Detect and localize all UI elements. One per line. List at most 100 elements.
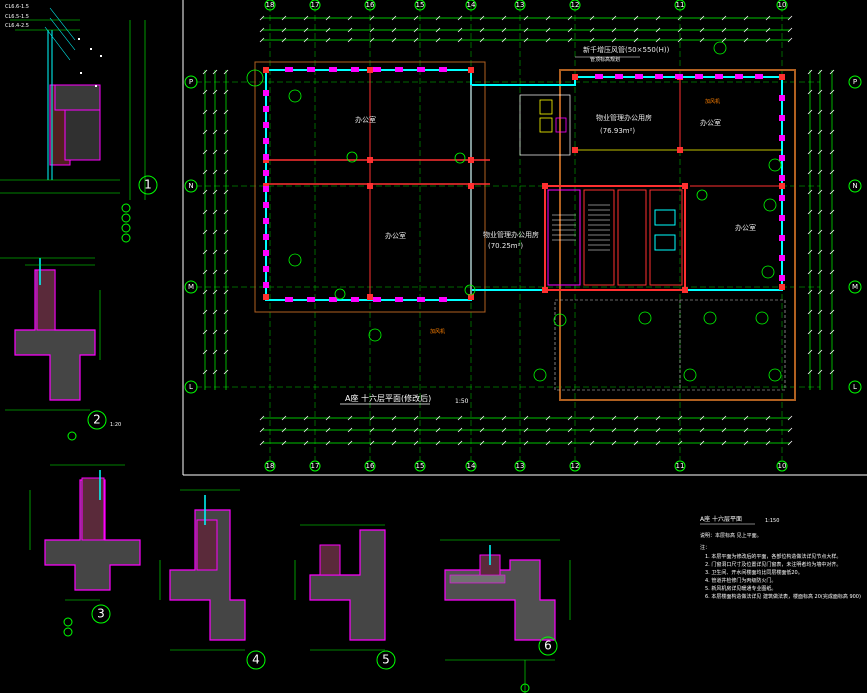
walls [265, 69, 786, 391]
svg-text:CL6.4-2.5: CL6.4-2.5 [5, 23, 29, 29]
axis-label: N [188, 182, 193, 190]
column [468, 183, 474, 189]
column [677, 147, 683, 153]
detail-1-note: CL6.6-1.5 [5, 4, 29, 10]
room-property-1-area: (76.93m²) [600, 127, 635, 135]
axis-bubble [514, 0, 526, 11]
detail-5: 5 [294, 524, 396, 670]
window [329, 297, 337, 302]
detail-2: 2 1:20 [0, 257, 121, 441]
column [682, 183, 688, 189]
window [263, 186, 269, 192]
axis-bubble [309, 0, 321, 11]
window [779, 175, 785, 181]
column [542, 183, 548, 189]
notes-line: 4. 管道井检修门为丙级防火门。 [705, 577, 776, 584]
axis-label: M [188, 283, 194, 291]
plan-title-block: A座 十六层平面(修改后) 1:50 [340, 393, 469, 405]
plan-scale: 1:50 [455, 398, 469, 405]
room-office-nw: 办公室 [355, 115, 376, 124]
axis-bubble [264, 0, 276, 11]
window [307, 67, 315, 72]
axis-bubble [569, 460, 581, 472]
column [468, 294, 474, 300]
axis-label: 16 [366, 462, 375, 470]
column [367, 183, 373, 189]
axis-label: 10 [778, 1, 787, 9]
axis-bubble [674, 460, 686, 472]
detail-2-number: 2 [93, 413, 101, 427]
column [542, 287, 548, 293]
duct-note: 新千增压风管(50×550(H)) [583, 45, 670, 54]
detail-6-number: 6 [544, 639, 552, 653]
window [307, 297, 315, 302]
left-dimension-lines [204, 70, 227, 390]
window [263, 234, 269, 240]
window [329, 67, 337, 72]
axis-bubble [569, 0, 581, 11]
axis-label: N [852, 182, 857, 190]
column [779, 183, 785, 189]
window [263, 202, 269, 208]
column [682, 287, 688, 293]
window [695, 74, 703, 79]
detail-1-number: 1 [144, 178, 152, 192]
column [779, 284, 785, 290]
window [439, 67, 447, 72]
window [263, 282, 269, 288]
room-labels: 办公室 办公室 办公室 办公室 物业管理办公用房 (76.93m²) 物业管理办… [355, 113, 756, 250]
plan-callouts [246, 41, 782, 382]
window [779, 155, 785, 161]
room-office-e: 办公室 [735, 223, 756, 232]
plan-frame [182, 0, 867, 476]
top-dimension-lines [262, 17, 790, 41]
window [779, 115, 785, 121]
window [373, 297, 381, 302]
red-note-2: 加风机 [430, 328, 445, 335]
column [468, 67, 474, 73]
window [351, 297, 359, 302]
axis-label: L [853, 383, 857, 391]
notes-line: 6. 本层楼面构造做法详见 建筑做法表，楼面标高 20(完成面标高 900) [705, 593, 861, 600]
window [395, 297, 403, 302]
window [263, 170, 269, 176]
axis-bubble [309, 460, 321, 472]
column [367, 294, 373, 300]
window [779, 275, 785, 281]
window [779, 255, 785, 261]
window [635, 74, 643, 79]
room-office-ne: 办公室 [700, 118, 721, 127]
notes-scale: 1:150 [765, 518, 779, 524]
axis-label: M [852, 283, 858, 291]
axis-bubble [465, 0, 477, 11]
duct-note-2: 管顶标高规划 [590, 56, 620, 63]
column [468, 157, 474, 163]
window [755, 74, 763, 79]
plan-title: A座 十六层平面(修改后) [345, 393, 431, 403]
notes-line: 3. 卫生间、开水间楼面均比同层楼面低20。 [705, 569, 803, 576]
axis-label: 18 [266, 1, 275, 9]
detail-1: 1 CL6.6-1.5 CL6.5-1.5 CL6.4-2.5 [0, 4, 158, 243]
window [285, 67, 293, 72]
window [285, 297, 293, 302]
axis-bubble [414, 0, 426, 11]
axis-label: 15 [416, 1, 425, 9]
axis-bubble [364, 460, 376, 472]
column [367, 157, 373, 163]
notes-line: 注： [700, 544, 710, 551]
axis-bubble [514, 460, 526, 472]
window [779, 195, 785, 201]
axis-label: 13 [516, 1, 525, 9]
axis-label: 10 [778, 462, 787, 470]
window [263, 154, 269, 160]
notes-line: 2. 门窗洞口尺寸及位置详见门窗表，未注明者均为墙中对齐。 [705, 561, 841, 568]
window [351, 67, 359, 72]
red-note-1: 加风机 [705, 98, 720, 105]
axis-bubble [674, 0, 686, 11]
axis-label: 14 [467, 462, 476, 470]
notes-title: A座 十六层平面 [700, 515, 742, 523]
general-notes: A座 十六层平面 1:150 说明：本层标高 见上平面。 注： 1. 本层平面为… [700, 515, 861, 600]
room-property-1: 物业管理办公用房 [596, 113, 652, 122]
axis-label: 11 [676, 1, 685, 9]
